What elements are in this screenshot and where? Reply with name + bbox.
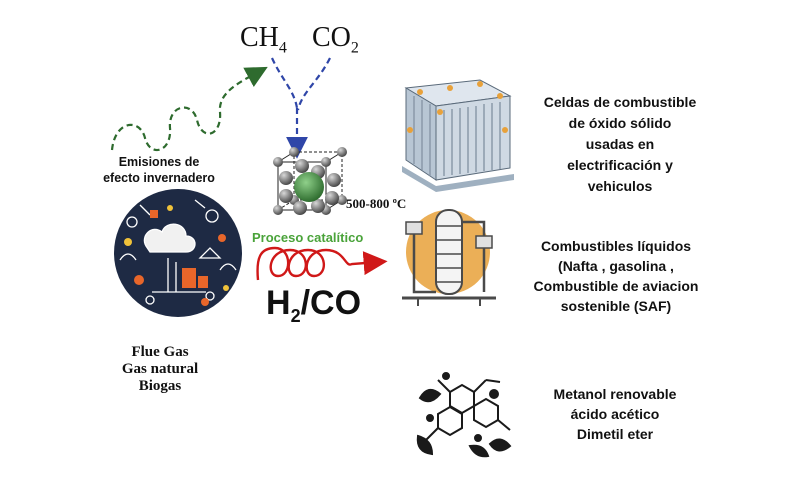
product-fuel-cells: Celdas de combustible de óxido sólido us…	[520, 92, 720, 197]
process-label: Proceso catalítico	[252, 230, 364, 245]
fuel-cells-line-3: usadas en	[585, 136, 655, 152]
product-liquid-fuels: Combustibles líquidos (Nafta , gasolina …	[500, 236, 732, 316]
co2-subscript: 2	[350, 39, 359, 57]
source-biogas: Biogas	[138, 378, 182, 394]
liquid-fuels-line-4: sostenible (SAF)	[560, 298, 672, 314]
syngas-rest: /CO	[300, 284, 362, 322]
fuel-cells-line-5: vehiculos	[587, 178, 653, 194]
ch4-main: CH	[240, 22, 279, 53]
source-flue-gas: Flue Gas	[131, 344, 189, 360]
emissions-line-2: efecto invernadero	[103, 171, 215, 185]
syngas-h: H	[266, 284, 291, 322]
fuel-cells-line-2: de óxido sólido	[568, 115, 672, 131]
fuel-cell-stack-icon	[402, 79, 514, 192]
syngas-subscript: 2	[290, 305, 301, 326]
distillation-column-icon	[402, 209, 496, 306]
product-chemicals: Metanol renovable ácido acético Dimetil …	[530, 384, 700, 444]
chemicals-molecule-icon	[416, 372, 512, 458]
gas-merge-arrow-right	[296, 57, 331, 111]
fuel-cells-line-4: electrificación y	[567, 157, 673, 173]
ch4-label: CH4	[240, 22, 287, 58]
emissions-line-1: Emisiones de	[118, 155, 200, 169]
chemicals-line-2: ácido acético	[570, 406, 660, 422]
source-natural-gas: Gas natural	[121, 361, 199, 377]
chemicals-line-1: Metanol renovable	[553, 386, 677, 402]
syngas-label: H2/CO	[266, 284, 361, 327]
liquid-fuels-line-1: Combustibles líquidos	[540, 238, 692, 254]
temperature-label: 500-800 ºC	[346, 196, 407, 211]
syngas-spiral-arrow	[256, 246, 388, 281]
chemicals-line-3: Dimetil eter	[576, 426, 654, 442]
emissions-label: Emisiones de efecto invernadero	[84, 154, 234, 186]
emissions-sources-icon	[114, 189, 242, 317]
ch4-subscript: 4	[278, 39, 287, 57]
gas-merge-arrow-left	[270, 57, 299, 109]
co2-label: CO2	[312, 22, 359, 58]
co2-main: CO	[312, 22, 351, 53]
sources-label: Flue Gas Gas natural Biogas	[100, 344, 220, 395]
liquid-fuels-line-3: Combustible de aviacion	[533, 278, 699, 294]
catalyst-lattice-icon	[273, 147, 347, 215]
emissions-wave-arrow	[110, 66, 268, 152]
liquid-fuels-line-2: (Nafta , gasolina ,	[558, 258, 674, 274]
fuel-cells-line-1: Celdas de combustible	[543, 94, 697, 110]
